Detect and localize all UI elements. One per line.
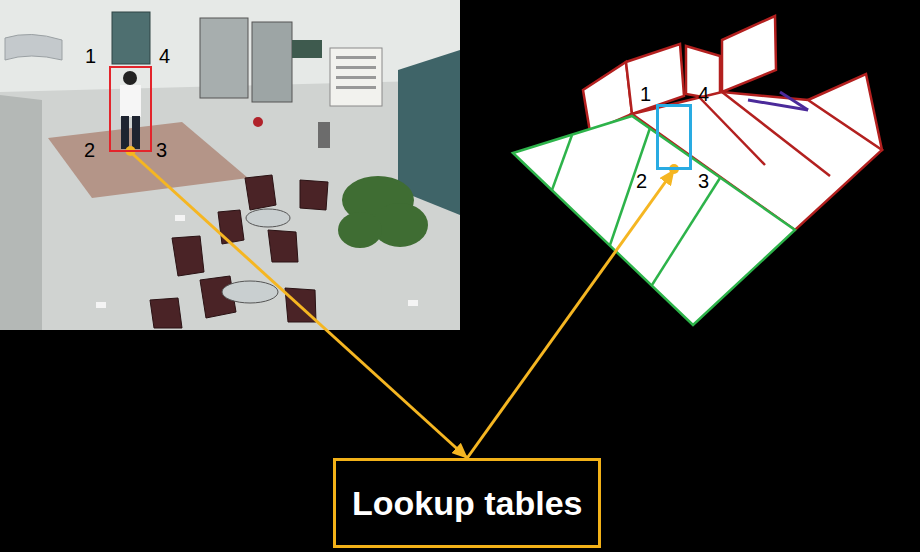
chair — [172, 236, 204, 276]
reception-desk — [5, 34, 62, 60]
door — [112, 12, 150, 64]
ball — [253, 117, 263, 127]
person-leg — [132, 116, 140, 149]
table — [222, 281, 278, 303]
lobby-photo — [0, 0, 460, 330]
floor-edge — [700, 98, 765, 165]
mapping-arrow — [467, 170, 674, 458]
floor-edge — [722, 92, 830, 176]
chair — [268, 230, 298, 262]
plant — [338, 176, 428, 248]
plant-leaves — [338, 212, 382, 248]
left-wall — [0, 95, 42, 330]
detection-box: 1423 — [109, 66, 152, 152]
corner-number: 4 — [159, 46, 170, 66]
chair — [150, 298, 182, 328]
floor-line — [610, 128, 650, 245]
floor-tile — [96, 302, 106, 308]
elevator — [200, 18, 248, 98]
plant-top — [292, 40, 322, 58]
person-shirt — [120, 85, 141, 117]
model-edge — [780, 92, 808, 110]
box-label: Lookup tables — [352, 483, 582, 523]
lookup-table-box: Lookup tables — [333, 458, 601, 548]
corner-number: 2 — [84, 140, 95, 160]
corner-number: 2 — [636, 171, 647, 191]
notice-line — [336, 56, 376, 59]
floor-line — [552, 135, 572, 190]
wall-panel — [722, 16, 776, 92]
model-floor — [513, 116, 795, 325]
notice-board — [330, 48, 382, 106]
chair — [218, 210, 244, 244]
mapping-arrow — [131, 152, 468, 458]
floor-tile — [175, 215, 185, 221]
person-leg — [121, 116, 129, 149]
corner-number: 4 — [698, 84, 709, 104]
chair — [245, 175, 276, 210]
projected-box: 1423 — [656, 104, 692, 170]
floor — [0, 80, 460, 330]
photo-ground — [0, 0, 460, 330]
bin — [318, 122, 330, 148]
elevator — [252, 22, 292, 102]
corner-number: 1 — [85, 46, 96, 66]
corner-number: 3 — [156, 140, 167, 160]
notice-line — [336, 76, 376, 79]
room-model — [0, 0, 920, 340]
floor-tile — [408, 300, 418, 306]
floor-lines — [552, 128, 720, 285]
corner-number: 1 — [640, 84, 651, 104]
person-head — [123, 71, 137, 85]
floor-line — [652, 178, 720, 285]
rug — [48, 122, 248, 198]
notice-line — [336, 66, 376, 69]
corner-number: 3 — [698, 171, 709, 191]
chair — [300, 180, 328, 210]
table — [246, 209, 290, 227]
notice-line — [336, 86, 376, 89]
